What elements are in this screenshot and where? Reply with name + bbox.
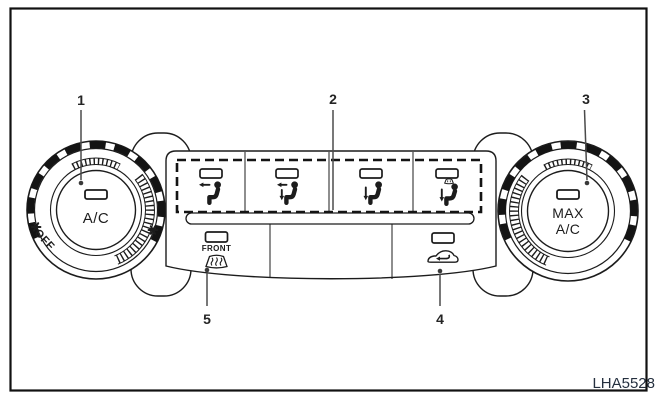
airflow-defrost-foot-button — [435, 168, 459, 206]
callout-2-airflow-buttons: 2 — [329, 91, 337, 210]
knob-tick-band-top — [71, 158, 121, 172]
front-defrost-button: FRONT — [202, 231, 232, 269]
indicator-led — [435, 168, 459, 179]
fan-knob-label: A/C — [83, 210, 110, 227]
front-defrost-label: FRONT — [202, 244, 232, 253]
indicator-led — [359, 168, 383, 179]
front-defrost-icon — [205, 254, 228, 269]
lower-button-separators — [269, 224, 393, 279]
callout-5-front-defrost: 5 — [203, 267, 211, 327]
knob-dash-scale — [498, 141, 638, 246]
callout-number: 3 — [582, 91, 590, 107]
fan-speed-low-icon — [30, 222, 42, 232]
indicator-led — [275, 168, 299, 179]
figure-code: LHA5528 — [592, 375, 655, 392]
fan-speed-high-icon — [147, 225, 159, 235]
callout-number: 5 — [203, 311, 211, 327]
temp-knob-label-line1: MAX — [552, 205, 584, 221]
indicator-led — [204, 231, 229, 243]
fan-speed-knob: A/C OFF — [26, 140, 166, 280]
indicator-led — [84, 189, 108, 200]
callout-4-recirculation: 4 — [436, 268, 444, 327]
airflow-buttons-dashed-outline — [175, 158, 483, 214]
airflow-face-icon — [199, 181, 221, 205]
knob-dash-scale — [26, 141, 165, 245]
airflow-foot-icon — [363, 181, 382, 205]
airflow-button-separators — [244, 152, 414, 211]
indicator-led — [431, 232, 455, 244]
indicator-led — [199, 168, 223, 179]
callout-number: 1 — [77, 92, 85, 108]
panel-trim-shelf — [185, 212, 475, 225]
airflow-bilevel-icon — [277, 181, 298, 205]
airflow-foot-button — [359, 168, 383, 205]
callout-1-fan-knob: 1 — [77, 92, 85, 186]
airflow-face-button — [199, 168, 223, 205]
callout-number: 4 — [436, 311, 444, 327]
recirculation-icon — [427, 250, 459, 263]
indicator-led — [556, 189, 580, 200]
callout-number: 2 — [329, 91, 337, 107]
callout-3-temp-knob: 3 — [582, 91, 590, 186]
recirculation-button — [427, 232, 459, 263]
temperature-knob: MAX A/C — [497, 140, 639, 282]
temp-knob-label-line2: A/C — [556, 221, 581, 237]
airflow-defrost-foot-icon — [439, 178, 458, 206]
airflow-bilevel-button — [275, 168, 299, 205]
